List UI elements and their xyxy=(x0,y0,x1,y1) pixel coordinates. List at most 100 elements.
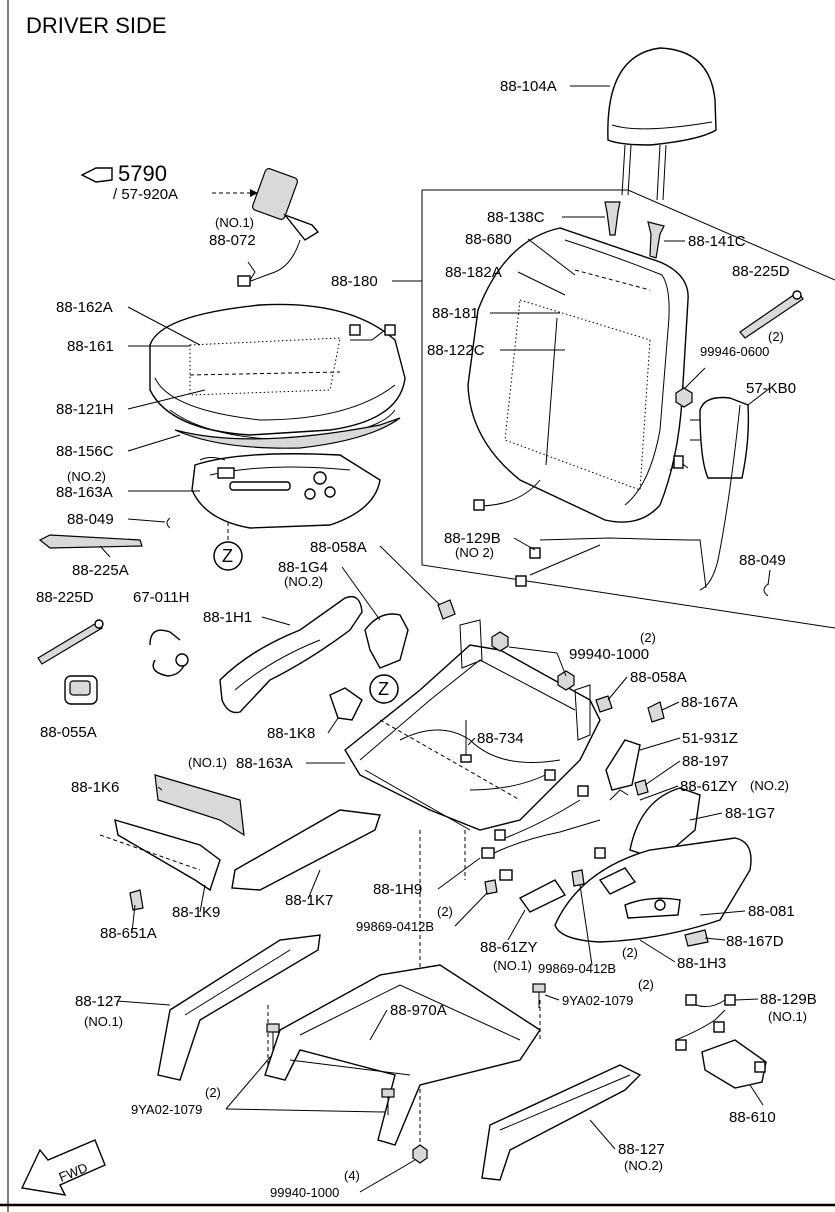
part-88-1G7 xyxy=(629,787,701,861)
bolts-9YA02-1079 xyxy=(266,983,546,1115)
label-88-1K7: 88-1K7 xyxy=(285,892,333,909)
rail-88-127-no2 xyxy=(481,1064,642,1181)
label-88-1H3: 88-1H3 xyxy=(677,955,726,972)
label-88-1K9: 88-1K9 xyxy=(172,904,220,921)
label-no2: (NO.2) xyxy=(284,574,323,589)
label-88-167A: 88-167A xyxy=(681,694,738,711)
label-no2: (NO 2) xyxy=(455,545,494,560)
seatback-group-box xyxy=(421,190,835,629)
leader-lines xyxy=(116,85,771,1193)
nut-icon xyxy=(412,1144,428,1164)
label-qty: (2) xyxy=(638,977,654,992)
label-88-61ZY: 88-61ZY xyxy=(680,778,738,795)
label-88-156C: 88-156C xyxy=(56,443,114,460)
module-88-610 xyxy=(701,1039,767,1089)
label-no2: (NO.2) xyxy=(624,1158,663,1173)
cable-tie-upper xyxy=(739,290,804,339)
label-88-1H9: 88-1H9 xyxy=(373,881,422,898)
label-88-121H: 88-121H xyxy=(56,401,114,418)
label-no1: (NO.1) xyxy=(188,755,227,770)
seatback-harness xyxy=(473,455,707,589)
label-qty: (2) xyxy=(640,630,656,645)
svg-text:Z: Z xyxy=(378,679,389,699)
label-88-225D: 88-225D xyxy=(732,263,790,280)
diagram-title: DRIVER SIDE xyxy=(26,13,167,38)
label-88-055A: 88-055A xyxy=(40,724,97,741)
label-qty: (2) xyxy=(205,1085,221,1100)
part-88-1K7 xyxy=(231,809,381,891)
label-no1: (NO.1) xyxy=(768,1009,807,1024)
label-88-610: 88-610 xyxy=(729,1109,776,1126)
part-88-167A xyxy=(647,701,665,723)
label-88-129B: 88-129B xyxy=(760,991,817,1008)
label-88-197: 88-197 xyxy=(682,753,729,770)
lower-frame-88-970A xyxy=(264,964,541,1146)
label-88-127: 88-127 xyxy=(618,1141,665,1158)
label-88-651A: 88-651A xyxy=(100,925,157,942)
label-qty: (2) xyxy=(622,945,638,960)
label-9YA02-1079: 9YA02-1079 xyxy=(131,1102,202,1117)
label-no2: (NO.2) xyxy=(67,469,106,484)
part-88-1K9 xyxy=(99,819,221,892)
label-88-1H1: 88-1H1 xyxy=(203,609,252,626)
label-qty: (2) xyxy=(768,329,784,344)
label-88-141C: 88-141C xyxy=(688,233,746,250)
cover-88-1G4 xyxy=(364,613,409,669)
label-no1: (NO.1) xyxy=(84,1014,123,1029)
part-51-931Z xyxy=(605,739,641,801)
label-88-680: 88-680 xyxy=(465,231,512,248)
marker-z-lower: Z xyxy=(369,674,399,704)
label-88-104A: 88-104A xyxy=(500,78,557,95)
seatback-illustration xyxy=(467,227,689,523)
seat-harness xyxy=(481,769,606,881)
part-88-1K8 xyxy=(329,687,363,721)
seat-cushion xyxy=(149,303,406,441)
label-99940-1000: 99940-1000 xyxy=(270,1185,339,1200)
reference-sub: / 57-920A xyxy=(113,186,178,203)
airbag-module xyxy=(690,396,750,591)
marker-z-upper: Z xyxy=(213,541,243,571)
label-88-058A: 88-058A xyxy=(630,669,687,686)
label-88-1G4: 88-1G4 xyxy=(278,559,328,576)
label-88-1K6: 88-1K6 xyxy=(71,779,119,796)
label-88-122C: 88-122C xyxy=(427,342,485,359)
trim-88-1H1 xyxy=(219,595,363,714)
knob-88-055A xyxy=(64,675,98,705)
label-88-162A: 88-162A xyxy=(56,299,113,316)
part-88-1K6 xyxy=(154,774,245,837)
harness-88-129B-no1 xyxy=(675,994,736,1051)
label-51-931Z: 51-931Z xyxy=(682,730,738,747)
fwd-arrow-icon: FWD xyxy=(20,1139,106,1196)
clip-icon xyxy=(763,583,769,597)
clip-icon xyxy=(166,517,171,529)
label-88-163A: 88-163A xyxy=(56,484,113,501)
nut-icon xyxy=(675,387,693,408)
reference-number: 5790 xyxy=(118,161,167,186)
label-88-127: 88-127 xyxy=(75,993,122,1010)
label-88-734: 88-734 xyxy=(477,730,524,747)
label-88-138C: 88-138C xyxy=(487,209,545,226)
label-no1: (NO.1) xyxy=(493,958,532,973)
reference-arrow: 5790 / 57-920A xyxy=(80,161,258,203)
label-88-61ZY: 88-61ZY xyxy=(480,939,538,956)
label-99946-0600: 99946-0600 xyxy=(700,344,769,359)
label-no1: (NO.1) xyxy=(215,215,254,230)
label-99940-1000: 99940-1000 xyxy=(569,646,649,663)
label-no2: (NO.2) xyxy=(750,778,789,793)
label-88-1K8: 88-1K8 xyxy=(267,725,315,742)
headrest-illustration xyxy=(607,47,717,201)
cushion-pad xyxy=(174,417,401,449)
label-99869-0412B: 99869-0412B xyxy=(356,919,434,934)
side-trim-88-1H3 xyxy=(554,837,752,943)
label-88-225D: 88-225D xyxy=(36,589,94,606)
label-88-058A: 88-058A xyxy=(310,539,367,556)
label-88-072: 88-072 xyxy=(209,232,256,249)
guide-clips xyxy=(604,201,665,259)
cable-tie-lower xyxy=(37,619,104,665)
seat-pan-upper xyxy=(191,453,381,529)
bolt-88-734 xyxy=(460,720,472,763)
label-88-081: 88-081 xyxy=(748,903,795,920)
label-88-181: 88-181 xyxy=(432,305,479,322)
label-88-049: 88-049 xyxy=(739,552,786,569)
label-88-1G7: 88-1G7 xyxy=(725,805,775,822)
